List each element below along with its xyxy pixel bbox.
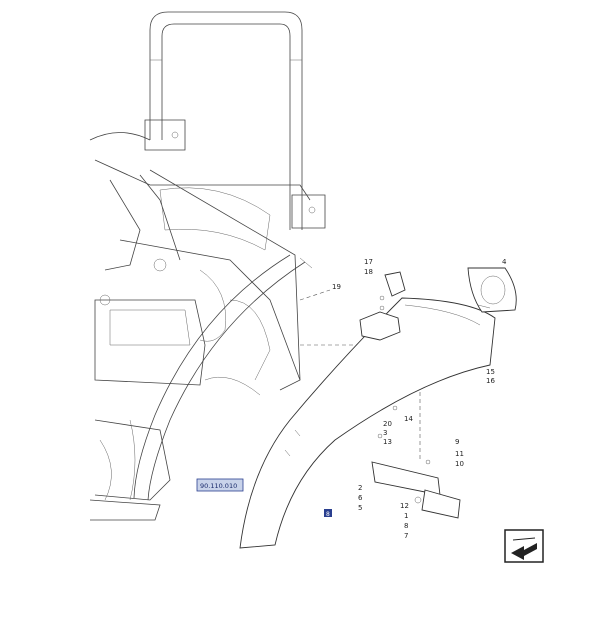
- tractor-chassis: [89, 132, 311, 521]
- callout-4: 4: [502, 258, 507, 266]
- callout-3: 3: [383, 429, 387, 437]
- callout-14: 14: [404, 415, 413, 423]
- callout-17: 17: [364, 258, 373, 266]
- arrow-icon[interactable]: [504, 529, 544, 563]
- reference-box-label: 90.110.010: [200, 482, 237, 490]
- callout-7: 7: [404, 532, 408, 540]
- callout-5: 5: [358, 504, 362, 512]
- rollover-frame: [144, 11, 326, 230]
- callout-19: 19: [332, 283, 341, 291]
- callout-8: 8: [404, 522, 408, 530]
- callout-10: 10: [455, 460, 464, 468]
- callout-20: 20: [383, 420, 392, 428]
- callout-labels: 17 18 19 4 15 16 14 20 3 13 9 11 10 2 6 …: [332, 258, 507, 540]
- marker-box[interactable]: 8: [324, 509, 332, 518]
- callout-13: 13: [383, 438, 392, 446]
- bracket-assembly: [359, 271, 406, 341]
- callout-9: 9: [455, 438, 459, 446]
- callout-1: 1: [404, 512, 408, 520]
- marker-box-label: 8: [326, 511, 330, 518]
- callout-11: 11: [455, 450, 464, 458]
- callout-2: 2: [358, 484, 362, 492]
- rear-arch-frame: [133, 254, 313, 501]
- fender: [239, 297, 496, 549]
- callout-16: 16: [486, 377, 495, 385]
- callout-18: 18: [364, 268, 373, 276]
- callout-6: 6: [358, 494, 363, 502]
- callout-15: 15: [486, 368, 495, 376]
- lower-bracket: [371, 405, 461, 519]
- work-lamp: [467, 267, 517, 313]
- callout-12: 12: [400, 502, 409, 510]
- reference-box[interactable]: 90.110.010: [196, 478, 244, 492]
